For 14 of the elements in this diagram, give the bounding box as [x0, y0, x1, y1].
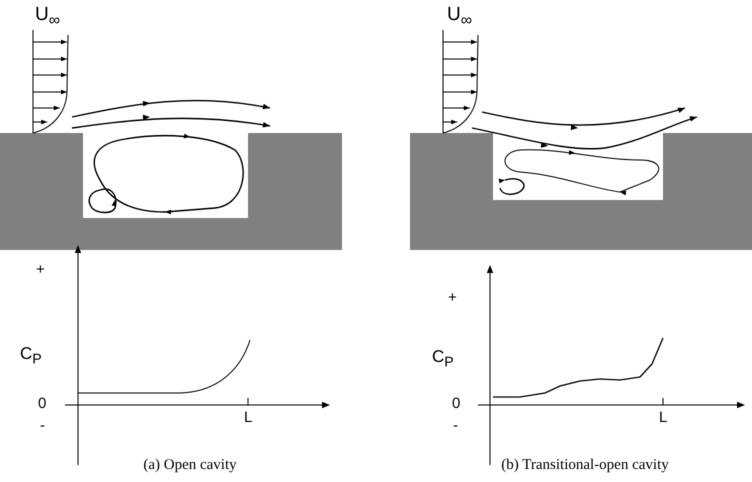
figure-caption: (b) Transitional-open cavity — [501, 458, 669, 473]
axis-label: C$_{P}$ — [432, 348, 454, 370]
axis-value: 0 — [38, 396, 46, 411]
axis-value: 0 — [452, 396, 460, 411]
velocity-label: U$_{∞}$ — [447, 5, 472, 29]
axis-value: L — [244, 410, 252, 425]
axis-sign: + — [448, 290, 457, 305]
axis-sign: - — [453, 418, 458, 433]
axis-value: L — [659, 410, 668, 425]
axis-sign: + — [36, 262, 45, 277]
figure-caption: (a) Open cavity — [143, 458, 237, 473]
axis-sign: - — [40, 418, 45, 433]
axis-label: C$_{P}$ — [20, 345, 42, 367]
velocity-label: U$_{∞}$ — [35, 5, 60, 29]
